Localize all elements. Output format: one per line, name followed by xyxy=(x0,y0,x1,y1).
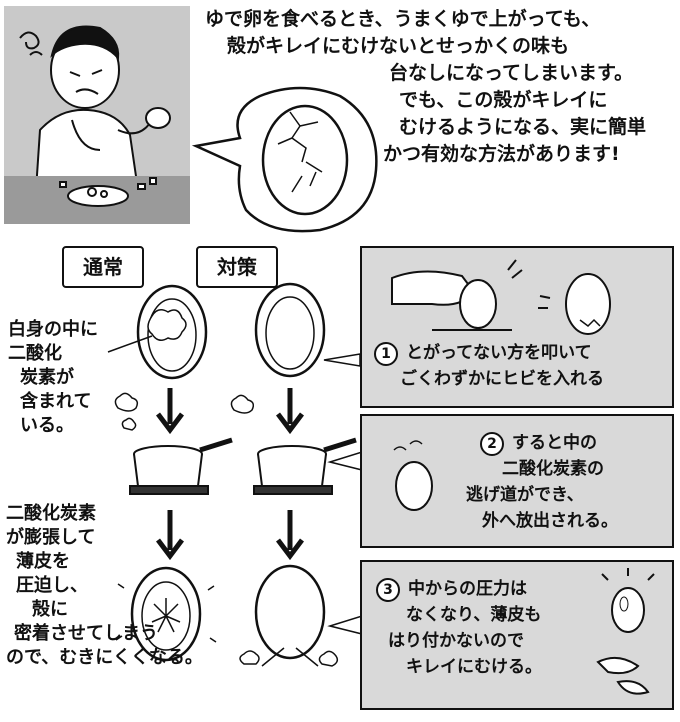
note-line: 殻に xyxy=(6,598,206,622)
step-line: 逃げ道ができ、 xyxy=(460,482,666,508)
normal-egg-raw xyxy=(138,286,206,378)
intro-line: でも、この殻がキレイに xyxy=(205,87,675,114)
pot-on-stove-normal xyxy=(130,440,232,494)
table-and-plate xyxy=(4,176,190,224)
step-3-panel: 3 中からの圧力は なくなり、薄皮も はり付かないので キレイにむける。 xyxy=(360,560,674,710)
intro-line: 台なしになってしまいます。 xyxy=(205,60,675,87)
dizzy-swirl-icon xyxy=(20,32,42,55)
step-line: 外へ放出される。 xyxy=(460,508,666,534)
note-line: ので、むきにくくなる。 xyxy=(6,646,206,670)
step-line: 中からの圧力は xyxy=(408,579,527,599)
countermeasure-egg-released xyxy=(240,566,337,666)
egg-shape xyxy=(460,280,496,328)
bubble-pointer-step1 xyxy=(324,354,360,366)
frustrated-man-figure xyxy=(36,27,170,190)
step-1-panel: 1 とがってない方を叩いて ごくわずかにヒビを入れる xyxy=(360,246,674,408)
releasing-egg-illustration xyxy=(368,430,448,530)
step-2-text: 2 すると中の 二酸化炭素の 逃げ道ができ、 外へ放出される。 xyxy=(460,430,666,534)
note-line: 圧迫し、 xyxy=(6,574,206,598)
step-line: とがってない方を叩いて xyxy=(406,343,592,363)
step-1-number: 1 xyxy=(374,342,398,366)
step-2-panel: 2 すると中の 二酸化炭素の 逃げ道ができ、 外へ放出される。 xyxy=(360,414,674,548)
bubble-pointer-step2 xyxy=(330,452,362,470)
steam-puff-countermeasure xyxy=(231,395,253,413)
step-line: ごくわずかにヒビを入れる xyxy=(374,366,664,392)
note-line: いる。 xyxy=(8,414,118,438)
normal-heading: 通常 xyxy=(62,246,144,288)
step-1-text: 1 とがってない方を叩いて ごくわずかにヒビを入れる xyxy=(374,340,664,392)
note-line: 二酸化 xyxy=(8,342,118,366)
intro-line: かつ有効な方法があります! xyxy=(205,141,675,168)
step-2-number: 2 xyxy=(480,432,504,456)
down-arrow-icon xyxy=(278,510,302,556)
note-line: 二酸化炭素 xyxy=(6,502,206,526)
note-line: 薄皮を xyxy=(6,550,206,574)
note-line: 白身の中に xyxy=(8,318,118,342)
co2-inside-note: 白身の中に 二酸化 炭素が 含まれて いる。 xyxy=(8,318,118,438)
countermeasure-egg-raw xyxy=(256,284,324,376)
intro-line: 殻がキレイにむけないとせっかくの味も xyxy=(205,33,675,60)
step-line: キレイにむける。 xyxy=(376,654,576,680)
peeled-egg-illustration xyxy=(578,566,668,706)
expansion-note: 二酸化炭素 が膨張して 薄皮を 圧迫し、 殻に 密着させてしまう ので、むきにく… xyxy=(6,502,206,670)
intro-paragraph: ゆで卵を食べるとき、うまくゆで上がっても、 殻がキレイにむけないとせっかくの味も… xyxy=(205,6,675,168)
step-line: 二酸化炭素の xyxy=(460,456,666,482)
countermeasure-heading: 対策 xyxy=(196,246,278,288)
bubble-pointer-step3 xyxy=(330,616,362,634)
down-arrow-icon xyxy=(278,388,302,430)
step-line: すると中の xyxy=(512,433,597,453)
note-line: 密着させてしまう xyxy=(6,622,206,646)
note-line: 含まれて xyxy=(8,390,118,414)
intro-line: ゆで卵を食べるとき、うまくゆで上がっても、 xyxy=(205,6,675,33)
note-line: 炭素が xyxy=(8,366,118,390)
step-3-text: 3 中からの圧力は なくなり、薄皮も はり付かないので キレイにむける。 xyxy=(376,576,576,680)
step-line: はり付かないので xyxy=(376,628,576,654)
tap-egg-illustration xyxy=(362,248,672,348)
pot-on-stove-countermeasure xyxy=(254,440,356,494)
note-line: が膨張して xyxy=(6,526,206,550)
steam-puff-normal xyxy=(115,393,137,430)
step-line: なくなり、薄皮も xyxy=(376,602,576,628)
shell-pieces xyxy=(598,658,648,694)
step-3-number: 3 xyxy=(376,578,400,602)
down-arrow-icon xyxy=(158,388,182,430)
intro-line: むけるようになる、実に簡単 xyxy=(205,114,675,141)
